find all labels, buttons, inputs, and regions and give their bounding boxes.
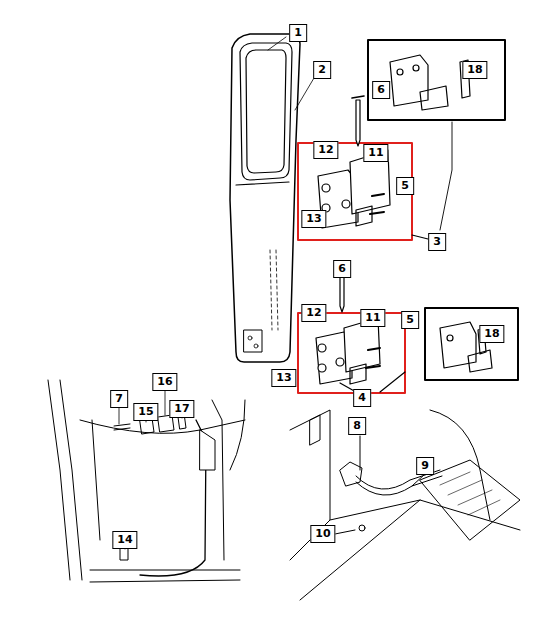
callout-number: 7: [110, 390, 128, 408]
callout-number: 8: [348, 417, 366, 435]
lower-hinge: [298, 276, 405, 393]
callout-number: 10: [310, 525, 335, 543]
callout-number: 18: [479, 325, 504, 343]
callout-number: 5: [396, 177, 414, 195]
pillar-view: [48, 380, 245, 582]
floor-view: [290, 410, 520, 600]
upper-hinge: [298, 96, 452, 240]
callout-number: 17: [169, 400, 194, 418]
callout-number: 2: [313, 61, 331, 79]
callout-number: 18: [462, 61, 487, 79]
callout-number: 15: [133, 403, 158, 421]
callout-number: 5: [401, 311, 419, 329]
callout-number: 3: [428, 233, 446, 251]
callout-number: 13: [271, 369, 296, 387]
callout-number: 1: [289, 24, 307, 42]
callout-number: 4: [353, 389, 371, 407]
hinge-inset: [368, 40, 518, 380]
callout-number: 16: [152, 373, 177, 391]
callout-number: 14: [112, 531, 137, 549]
callout-number: 9: [416, 457, 434, 475]
callout-number: 11: [363, 144, 388, 162]
callout-number: 12: [301, 304, 326, 322]
callout-number: 13: [301, 210, 326, 228]
callout-number: 11: [360, 309, 385, 327]
callout-number: 12: [313, 141, 338, 159]
callout-number: 6: [333, 260, 351, 278]
callout-number: 6: [372, 81, 390, 99]
